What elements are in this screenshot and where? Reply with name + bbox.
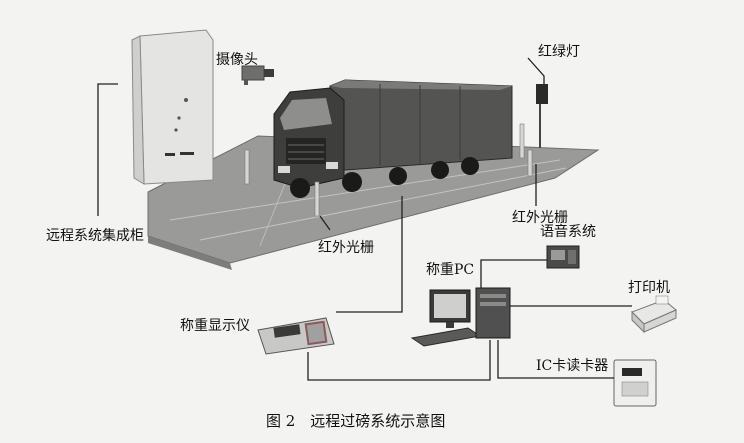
- connection-lines: [97, 57, 632, 381]
- ic-reader-icon: [613, 359, 657, 407]
- label-camera: 摄像头: [216, 52, 258, 68]
- pc-icon: [410, 287, 511, 347]
- camera-icon: [241, 65, 274, 85]
- label-traffic-light: 红绿灯: [538, 44, 580, 60]
- ir-grating-posts: [244, 123, 533, 217]
- label-voice-system: 语音系统: [540, 223, 596, 240]
- truck: [273, 79, 513, 198]
- traffic-light-icon: [536, 84, 548, 148]
- label-cabinet: 远程系统集成柜: [46, 227, 144, 244]
- label-weighing-pc: 称重PC: [426, 262, 474, 278]
- label-weighing-display: 称重显示仪: [180, 318, 250, 334]
- weighing-display-icon: [257, 317, 335, 355]
- label-ir-grating-left: 红外光栅: [318, 240, 374, 256]
- cabinet: [131, 29, 214, 185]
- label-ic-reader: IC卡读卡器: [536, 357, 608, 374]
- label-ir-grating-right: 红外光栅: [512, 210, 568, 226]
- printer-icon: [631, 295, 677, 334]
- voice-system-icon: [546, 245, 580, 269]
- figure-caption: 图 2 远程过磅系统示意图: [266, 412, 445, 430]
- label-printer: 打印机: [628, 279, 670, 296]
- scale-platform: [147, 135, 600, 270]
